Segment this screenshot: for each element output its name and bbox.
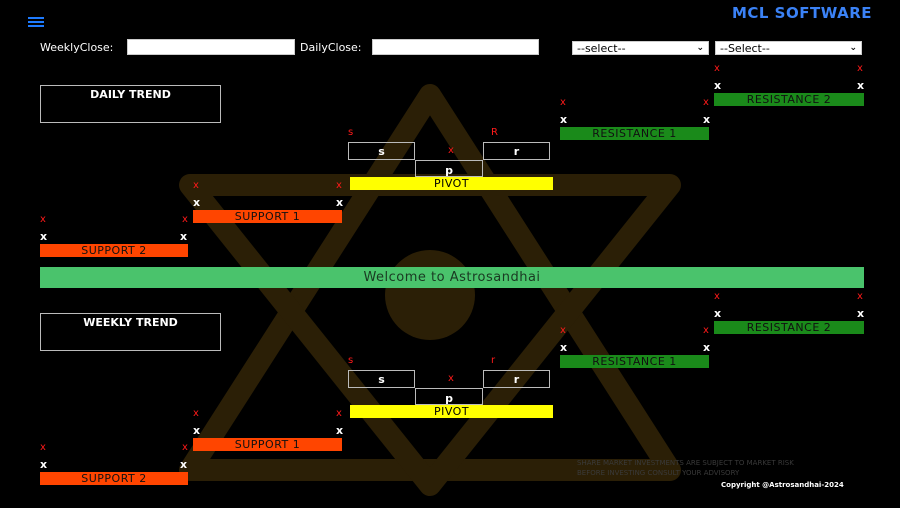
daily-p-cell: p <box>415 160 483 177</box>
chevron-down-icon: ⌄ <box>696 43 704 53</box>
weekly-r-cell: r <box>483 370 550 388</box>
daily-resistance-1: RESISTANCE 1 <box>560 127 709 140</box>
w-s1-right-red-x: x <box>336 408 342 419</box>
s2-right-white-x: x <box>180 230 188 243</box>
weekly-s-cell: s <box>348 370 415 388</box>
r2-right-white-x: x <box>857 79 865 92</box>
weekly-support-2: SUPPORT 2 <box>40 472 188 485</box>
w-s1-left-red-x: x <box>193 408 199 419</box>
daily-center-red-x: x <box>448 145 454 156</box>
weekly-center-red-x: x <box>448 373 454 384</box>
daily-pivot: PIVOT <box>350 177 553 190</box>
r1-right-white-x: x <box>703 113 711 126</box>
weekly-pivot: PIVOT <box>350 405 553 418</box>
select-dropdown-1[interactable]: --select-- ⌄ <box>572 41 709 55</box>
s1-right-red-x: x <box>336 180 342 191</box>
w-s2-left-white-x: x <box>40 458 48 471</box>
select-1-value: --select-- <box>577 41 626 55</box>
r2-left-white-x: x <box>714 79 722 92</box>
daily-close-label: DailyClose: <box>300 41 362 54</box>
r1-right-red-x: x <box>703 97 709 108</box>
hamburger-menu-icon[interactable] <box>28 17 44 27</box>
daily-support-2: SUPPORT 2 <box>40 244 188 257</box>
s1-right-white-x: x <box>336 196 344 209</box>
s2-left-white-x: x <box>40 230 48 243</box>
w-s1-left-white-x: x <box>193 424 201 437</box>
daily-close-input[interactable] <box>372 39 539 55</box>
r2-left-red-x: x <box>714 63 720 74</box>
weekly-support-1: SUPPORT 1 <box>193 438 342 451</box>
disclaimer-line-2: BEFORE INVESTING CONSULT YOUR ADVISORY <box>577 469 740 477</box>
s1-left-red-x: x <box>193 180 199 191</box>
weekly-resistance-1: RESISTANCE 1 <box>560 355 709 368</box>
weekly-close-input[interactable] <box>127 39 295 55</box>
weekly-p-cell: p <box>415 388 483 405</box>
star-watermark-icon <box>179 84 681 496</box>
w-r1-left-white-x: x <box>560 341 568 354</box>
weekly-close-label: WeeklyClose: <box>40 41 114 54</box>
s2-right-red-x: x <box>182 214 188 225</box>
w-r1-right-red-x: x <box>703 325 709 336</box>
daily-r-label: R <box>491 127 498 138</box>
daily-trend-box: DAILY TREND <box>40 85 221 123</box>
w-s2-right-red-x: x <box>182 442 188 453</box>
s2-left-red-x: x <box>40 214 46 225</box>
w-r2-left-white-x: x <box>714 307 722 320</box>
weekly-resistance-2: RESISTANCE 2 <box>714 321 864 334</box>
disclaimer-line-1: SHARE MARKET INVESTMENTS ARE SUBJECT TO … <box>577 459 794 467</box>
r2-right-red-x: x <box>857 63 863 74</box>
w-s1-right-white-x: x <box>336 424 344 437</box>
daily-support-1: SUPPORT 1 <box>193 210 342 223</box>
daily-resistance-2: RESISTANCE 2 <box>714 93 864 106</box>
select-dropdown-2[interactable]: --Select-- ⌄ <box>715 41 862 55</box>
weekly-r-label: r <box>491 355 496 366</box>
daily-s-label: s <box>348 127 354 138</box>
w-r1-right-white-x: x <box>703 341 711 354</box>
w-r2-left-red-x: x <box>714 291 720 302</box>
w-s2-left-red-x: x <box>40 442 46 453</box>
w-r2-right-white-x: x <box>857 307 865 320</box>
w-s2-right-white-x: x <box>180 458 188 471</box>
daily-s-cell: s <box>348 142 415 160</box>
w-r1-left-red-x: x <box>560 325 566 336</box>
w-r2-right-red-x: x <box>857 291 863 302</box>
r1-left-red-x: x <box>560 97 566 108</box>
select-2-value: --Select-- <box>720 41 770 55</box>
copyright-text: Copyright @Astrosandhai-2024 <box>721 481 844 489</box>
welcome-banner: Welcome to Astrosandhai <box>40 267 864 288</box>
s1-left-white-x: x <box>193 196 201 209</box>
daily-r-cell: r <box>483 142 550 160</box>
weekly-trend-box: WEEKLY TREND <box>40 313 221 351</box>
r1-left-white-x: x <box>560 113 568 126</box>
weekly-s-label: s <box>348 355 354 366</box>
chevron-down-icon: ⌄ <box>849 43 857 53</box>
brand-title: MCL SOFTWARE <box>731 4 872 22</box>
